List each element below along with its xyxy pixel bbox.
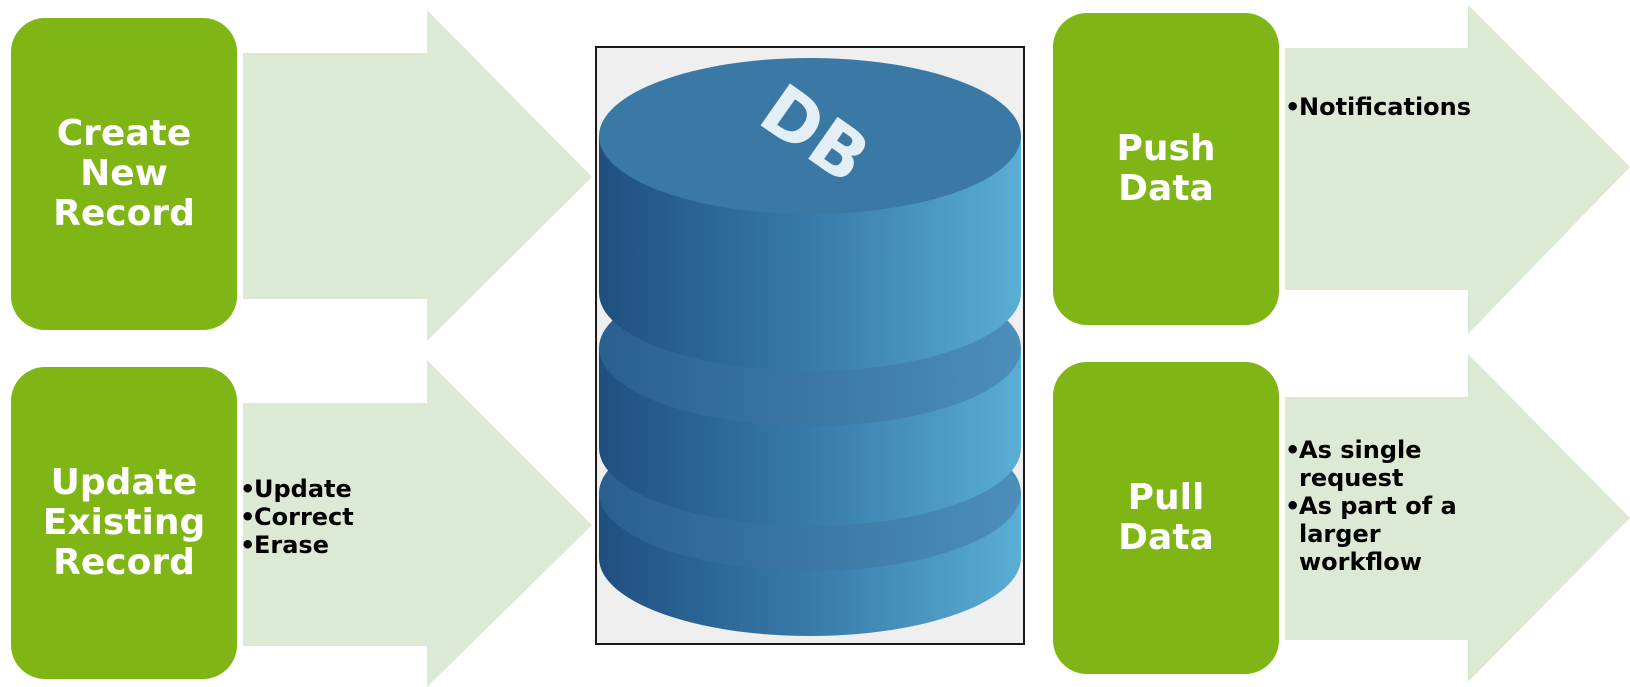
correct-bullet: Correct: [240, 503, 354, 531]
erase-bullet: Erase: [240, 531, 354, 559]
database-frame: DB: [595, 46, 1025, 645]
update-title-line-3: Record: [53, 542, 195, 583]
update-existing-record-box: Update Existing Record: [11, 367, 237, 679]
push-title-line-1: Push: [1116, 128, 1216, 169]
create-title-line-1: Create: [56, 113, 192, 154]
push-title-line-2: Data: [1118, 168, 1214, 209]
pull-title-line-1: Pull: [1127, 477, 1205, 518]
update-title-line-1: Update: [50, 462, 198, 503]
update-bullet: Update: [240, 475, 354, 503]
update-bullet-list: Update Correct Erase: [240, 475, 354, 559]
notifications-bullet: Notifications: [1285, 93, 1471, 121]
larger-workflow-bullet: As part of a larger workflow: [1285, 492, 1475, 576]
create-title-line-3: Record: [53, 193, 195, 234]
update-title-line-2: Existing: [42, 502, 206, 543]
database-icon: DB: [597, 48, 1023, 643]
pull-bullet-list: As single request As part of a larger wo…: [1285, 436, 1475, 576]
push-data-box: Push Data: [1053, 13, 1279, 325]
pull-title-line-2: Data: [1118, 517, 1214, 558]
create-new-record-box: Create New Record: [11, 18, 237, 330]
create-title-line-2: New: [80, 153, 168, 194]
push-bullet-list: Notifications: [1285, 93, 1471, 121]
single-request-bullet: As single request: [1285, 436, 1475, 492]
pull-data-box: Pull Data: [1053, 362, 1279, 674]
